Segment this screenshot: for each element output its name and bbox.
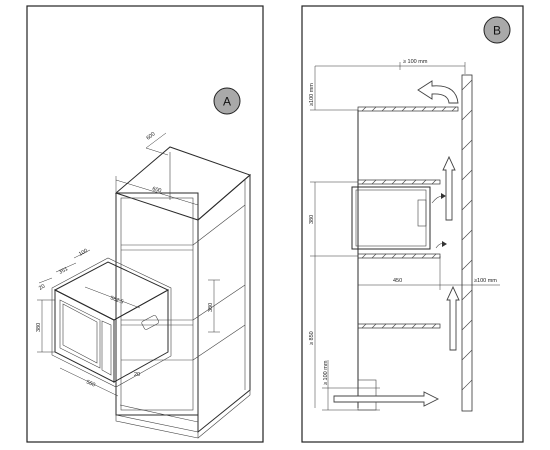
dim-top-clear: ≥100 mm	[309, 83, 315, 106]
dim-600: 600	[146, 131, 157, 141]
panel-b: B ≥ 100 mm ≥100 mm	[301, 5, 524, 443]
dim-380-cabinet: 380	[208, 303, 214, 312]
panel-b-badge-label: B	[493, 24, 501, 38]
dim-562-5: 562.5	[109, 295, 124, 305]
dim-560: 560	[85, 379, 96, 388]
dim-351: 351	[58, 266, 69, 276]
panel-a: A	[26, 5, 264, 443]
panel-a-badge: A	[213, 87, 241, 115]
airflow-up-arrow-1	[442, 155, 456, 221]
dim-100: 100	[78, 248, 89, 258]
panel-a-frame	[26, 5, 264, 443]
dim-side: ≥100 mm	[474, 278, 497, 284]
airflow-arrows	[333, 80, 460, 407]
dim-380-microwave: 380	[36, 323, 42, 332]
panel-a-badge-label: A	[223, 95, 231, 109]
dim-850: ≥ 850	[309, 331, 315, 345]
shelf-top	[357, 106, 459, 112]
dim-bottom: ≥ 100 mm	[323, 360, 329, 385]
microwave-drawing: 100 351 20 562.5 380 560 20	[36, 248, 172, 397]
shelf-lower	[357, 323, 441, 329]
airflow-bottom-arrow	[333, 391, 440, 407]
wall	[461, 74, 473, 412]
dim-20: 20	[38, 283, 46, 291]
microwave-profile	[351, 186, 431, 250]
cabinet-drawing: 600 600 380	[114, 131, 251, 439]
dim-top-gap: ≥ 100 mm	[403, 59, 428, 65]
dim-20-right: 20	[134, 372, 140, 378]
dim-380: 380	[309, 215, 315, 224]
airflow-up-arrow-2	[446, 285, 460, 351]
airflow-top-curve-arrow	[417, 80, 459, 104]
panel-b-badge: B	[483, 16, 511, 44]
panel-b-frame	[301, 5, 524, 443]
dim-450: 450	[393, 278, 402, 284]
dim-600-front: 600	[151, 186, 161, 194]
